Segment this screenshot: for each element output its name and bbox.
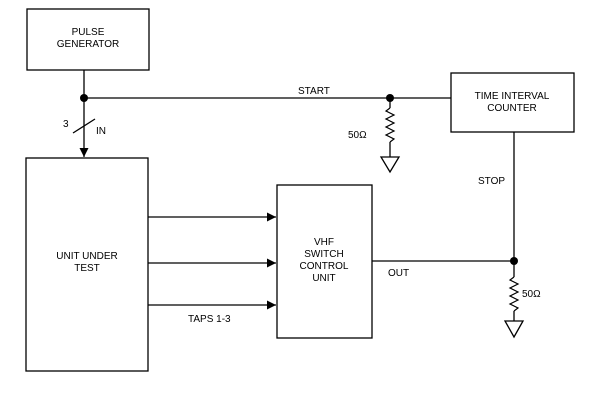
pulse-generator-label-line-2: GENERATOR — [57, 39, 119, 50]
start-termination-resistor — [384, 98, 396, 157]
unit-under-test-label-line-1: UNIT UNDER — [56, 251, 117, 262]
bus-slash-icon — [72, 118, 96, 134]
unit-under-test-label-line-2: TEST — [74, 263, 100, 274]
stop-label: STOP — [478, 176, 505, 187]
unit-under-test-block: UNIT UNDER TEST — [25, 157, 149, 372]
pulse-generator-block: PULSE GENERATOR — [26, 8, 150, 71]
out-termination-resistor — [508, 261, 520, 321]
taps-label: TAPS 1-3 — [188, 314, 231, 325]
start-resistor-value-label: 50Ω — [348, 130, 367, 141]
vhf-switch-control-unit-block: VHF SWITCH CONTROL UNIT — [276, 184, 373, 339]
time-interval-counter-label-line-2: COUNTER — [487, 103, 536, 114]
out-resistor-value-label: 50Ω — [522, 289, 541, 300]
vhf-switch-label-line-3: CONTROL — [300, 261, 349, 272]
vhf-switch-label-line-2: SWITCH — [304, 249, 343, 260]
start-label: START — [298, 86, 330, 97]
bus-width-label: 3 — [63, 119, 69, 130]
time-interval-counter-block: TIME INTERVAL COUNTER — [450, 72, 575, 133]
vhf-switch-label-line-1: VHF — [314, 237, 334, 248]
out-ground-icon — [503, 320, 525, 339]
out-label: OUT — [388, 268, 409, 279]
vhf-switch-label-line-4: UNIT — [312, 273, 335, 284]
start-ground-icon — [379, 156, 401, 174]
in-label: IN — [96, 126, 106, 137]
time-interval-counter-label-line-1: TIME INTERVAL — [475, 91, 550, 102]
pulse-generator-label-line-1: PULSE — [72, 27, 105, 38]
